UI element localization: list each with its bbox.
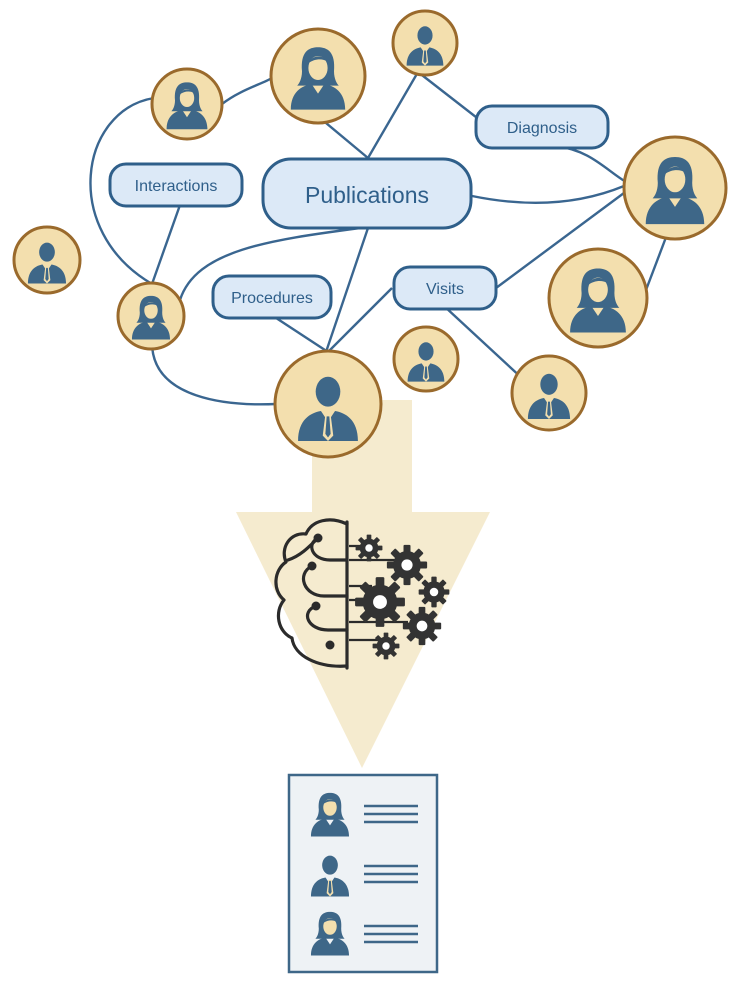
avatar-female-top	[269, 27, 367, 125]
ranked-list-icon	[287, 773, 439, 974]
report-row	[310, 792, 418, 837]
label-pill-interactions: Interactions	[108, 162, 244, 208]
avatar-male-top	[391, 9, 459, 77]
avatar-female-left	[116, 281, 186, 351]
edge	[443, 305, 525, 381]
brain-gears-icon	[274, 518, 450, 670]
avatar-male-mid	[392, 325, 460, 393]
avatar-nodes	[12, 9, 728, 459]
avatar-male-center	[273, 349, 383, 459]
edge	[269, 312, 329, 354]
pill-label: Visits	[426, 281, 464, 298]
report-row	[310, 911, 418, 956]
label-pill-visits: Visits	[392, 265, 498, 311]
edge	[319, 117, 369, 159]
report-row	[310, 855, 418, 897]
edge	[221, 76, 273, 105]
edge	[366, 71, 420, 159]
edge	[150, 339, 277, 406]
pill-label: Procedures	[231, 290, 313, 307]
avatar-male-right-bottom	[510, 354, 588, 432]
avatar-female-top-left	[150, 67, 224, 141]
avatar-female-right	[622, 135, 728, 241]
avatar-male-left	[12, 225, 82, 295]
edge	[555, 144, 627, 184]
edge	[495, 189, 629, 289]
edge	[89, 96, 155, 286]
edge	[178, 226, 361, 301]
pill-label: Diagnosis	[507, 120, 577, 137]
edge	[327, 287, 393, 353]
label-pill-diagnosis: Diagnosis	[474, 104, 610, 150]
edge	[471, 184, 625, 204]
edge	[644, 231, 670, 291]
pill-label: Publications	[305, 182, 429, 208]
pill-label: Interactions	[135, 178, 218, 195]
edge	[150, 204, 182, 285]
label-pill-publications: Publications	[261, 157, 473, 230]
avatar-female-right-lower	[547, 247, 649, 349]
edge	[324, 227, 370, 353]
label-pill-procedures: Procedures	[211, 274, 333, 320]
